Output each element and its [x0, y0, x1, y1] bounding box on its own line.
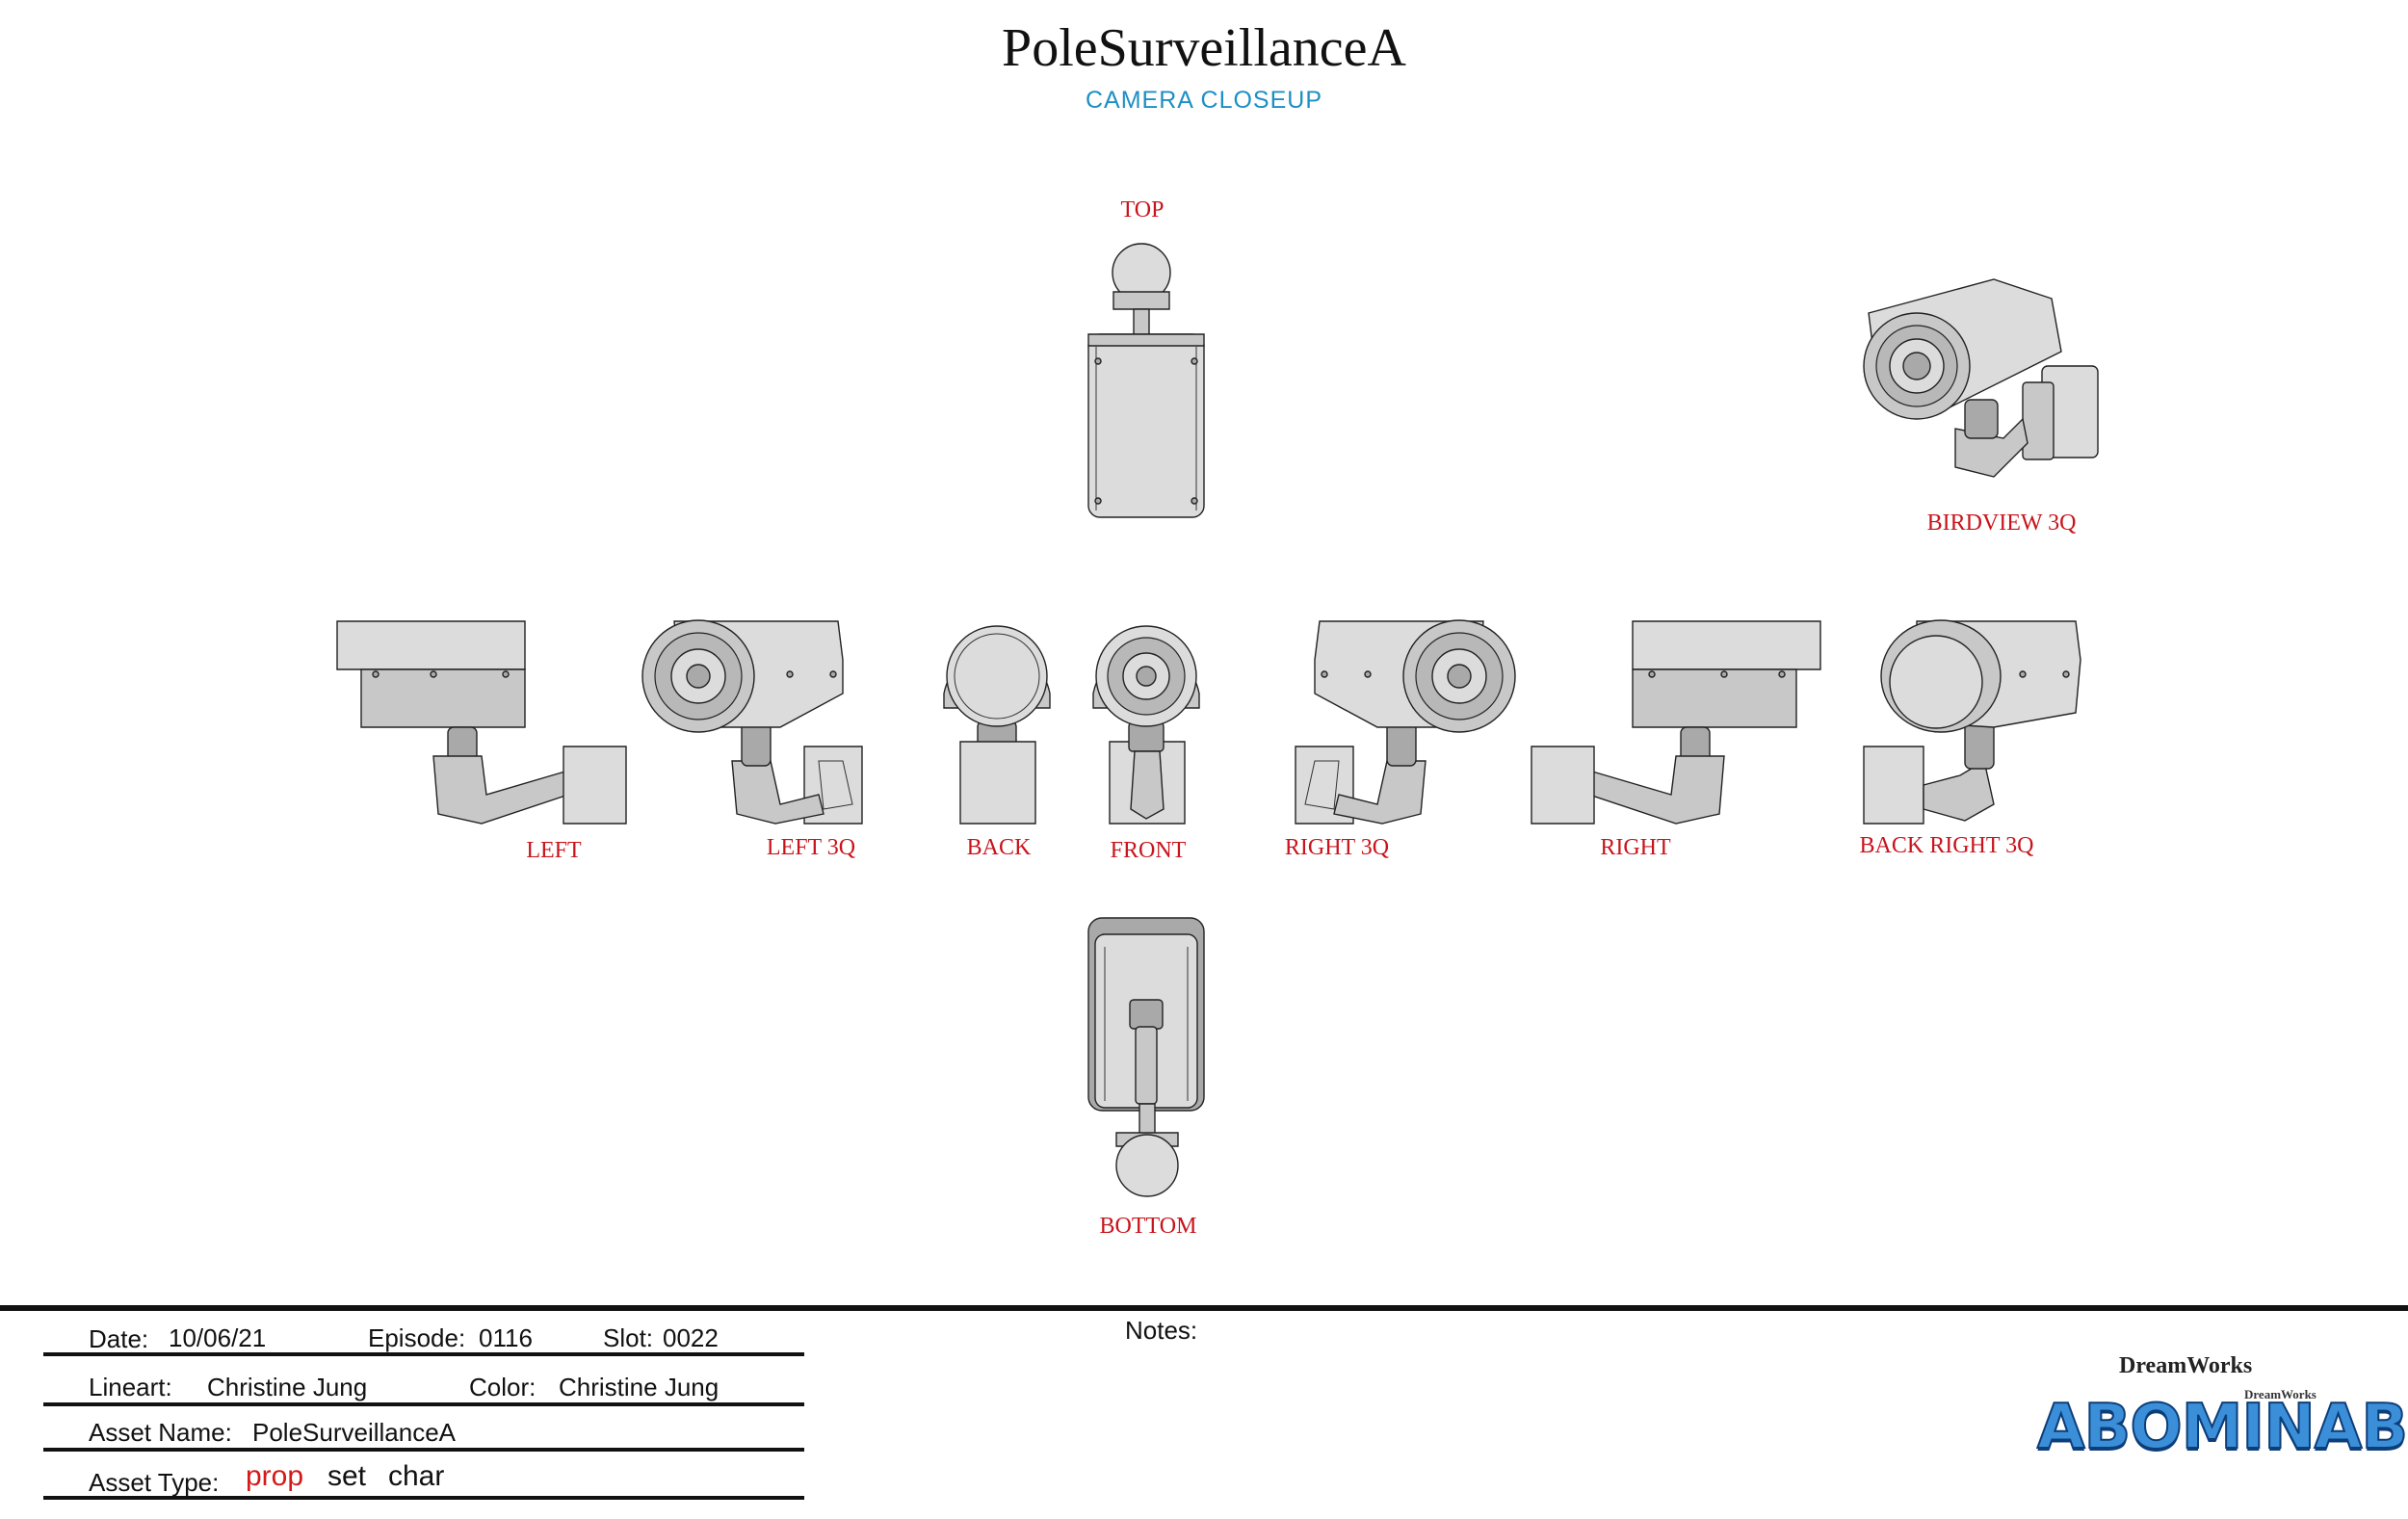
asset-name-value: PoleSurveillanceA: [252, 1418, 457, 1447]
view-label-top: TOP: [1120, 197, 1165, 223]
date-value: 10/06/21: [169, 1323, 267, 1352]
view-label-front: FRONT: [1110, 838, 1187, 863]
camera-birdview-3q-view: [1859, 275, 2109, 486]
episode-value: 0116: [479, 1323, 533, 1352]
date-label: Date:: [89, 1324, 149, 1353]
camera-back-right-3q-view: [1859, 616, 2114, 828]
slot-label: Slot:: [603, 1323, 654, 1352]
view-label-back-right-3q: BACK RIGHT 3Q: [1859, 833, 2034, 858]
view-label-left: LEFT: [526, 838, 582, 863]
info-rule-1: [43, 1352, 804, 1356]
slot-value: 0022: [663, 1323, 719, 1352]
camera-right-3q-view: [1267, 616, 1522, 828]
camera-left-3q-view: [636, 616, 891, 828]
camera-right-view: [1531, 616, 1830, 824]
camera-bottom-view: [1084, 913, 1214, 1202]
info-rule-2: [43, 1402, 804, 1406]
dreamworks-small-logo: DreamWorks: [2244, 1387, 2316, 1401]
asset-type-prop: prop: [246, 1460, 304, 1492]
lineart-label: Lineart:: [89, 1373, 172, 1401]
color-value: Christine Jung: [559, 1373, 720, 1401]
episode-label: Episode:: [368, 1323, 466, 1352]
dreamworks-logo: DreamWorks: [2119, 1353, 2253, 1378]
asset-type-char: char: [388, 1460, 445, 1492]
lineart-value: Christine Jung: [207, 1373, 368, 1401]
color-label: Color:: [469, 1373, 537, 1401]
camera-left-view: [337, 616, 636, 824]
view-label-right: RIGHT: [1600, 835, 1671, 860]
camera-top-view: [1079, 226, 1214, 525]
info-rule-4: [43, 1496, 804, 1500]
view-label-back: BACK: [966, 835, 1032, 860]
asset-name-label: Asset Name:: [89, 1418, 232, 1447]
camera-back-view: [939, 616, 1060, 828]
footer-divider: [0, 1305, 2408, 1311]
page-subtitle: CAMERA CLOSEUP: [1085, 87, 1322, 114]
asset-type-set: set: [327, 1460, 367, 1492]
view-label-left-3q: LEFT 3Q: [766, 835, 856, 860]
abominable-logo: ABOMINABLE: [2036, 1391, 2408, 1464]
notes-label: Notes:: [1125, 1316, 1198, 1345]
view-label-right-3q: RIGHT 3Q: [1284, 835, 1390, 860]
camera-front-view: [1088, 616, 1209, 828]
view-label-bottom: BOTTOM: [1099, 1214, 1197, 1239]
view-label-birdview-3q: BIRDVIEW 3Q: [1926, 511, 2077, 536]
asset-type-label: Asset Type:: [89, 1468, 220, 1497]
page-title: PoleSurveillanceA: [1002, 18, 1406, 78]
info-rule-3: [43, 1448, 804, 1452]
